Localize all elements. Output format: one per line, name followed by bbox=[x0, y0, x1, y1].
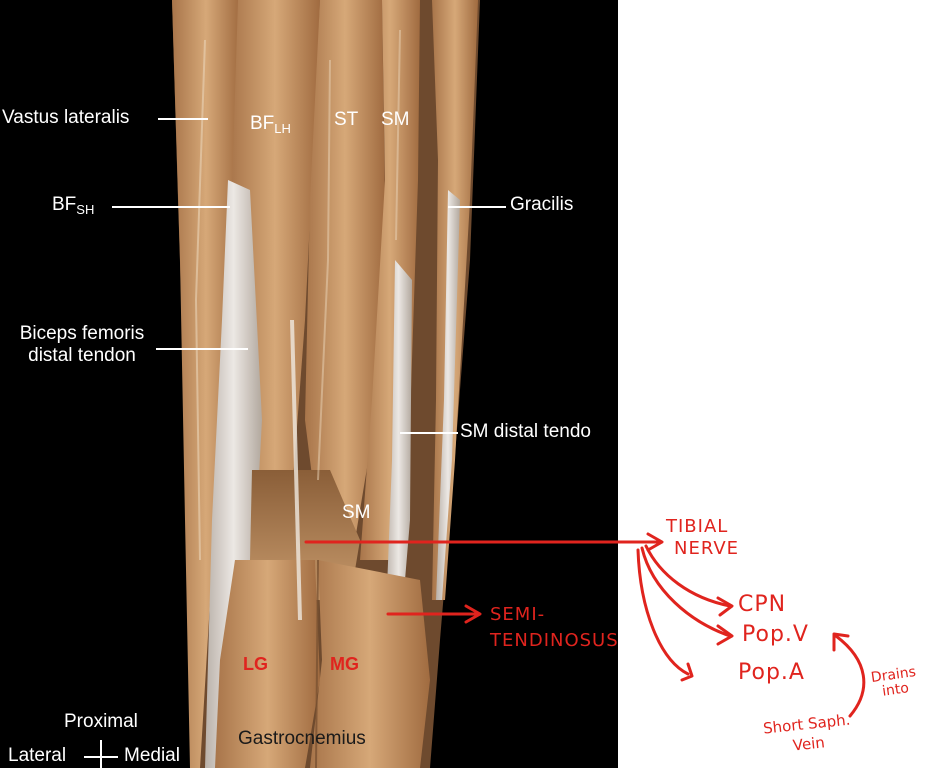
vastus-lateralis-muscle bbox=[172, 0, 240, 768]
label-sm-lower: SM bbox=[342, 502, 371, 523]
label-bf-lh: BFLH bbox=[250, 113, 291, 136]
label-gastrocnemius: Gastrocnemius bbox=[238, 728, 366, 749]
label-lg: LG bbox=[243, 654, 268, 674]
medial-gastrocnemius bbox=[310, 560, 430, 768]
muscle-illustration bbox=[172, 0, 480, 768]
drains-into-arrow bbox=[834, 634, 866, 718]
label-proximal: Proximal bbox=[64, 711, 138, 732]
note-cpn: CPN bbox=[738, 592, 787, 617]
orientation-cross-v bbox=[100, 740, 102, 768]
leader-gracilis bbox=[448, 206, 506, 208]
sm-distal-tendon bbox=[385, 260, 412, 640]
label-sm-top: SM bbox=[381, 109, 410, 130]
label-vastus-lateralis: Vastus lateralis bbox=[2, 107, 130, 128]
leader-biceps-tendon bbox=[156, 348, 248, 350]
label-mg: MG bbox=[330, 654, 359, 674]
label-biceps-distal-tendon: Biceps femoris distal tendon bbox=[19, 323, 145, 366]
note-semitendinosus: SEMI- TENDINOSUS bbox=[490, 604, 619, 651]
leader-sm-distal-tendon bbox=[400, 432, 458, 434]
gracilis-tendon bbox=[436, 190, 460, 600]
label-gracilis: Gracilis bbox=[510, 194, 574, 215]
popv-branch-arrow bbox=[640, 546, 732, 638]
label-sm-distal-tendon: SM distal tendo bbox=[460, 421, 591, 442]
label-bf-sh: BFSH bbox=[52, 194, 95, 217]
note-short-saph-vein: Short Saph. Vein bbox=[762, 710, 852, 755]
popa-branch-arrow bbox=[636, 548, 690, 676]
note-pop-v: Pop.V bbox=[742, 622, 809, 647]
leader-vastus-lateralis bbox=[158, 118, 208, 120]
lateral-gastrocnemius bbox=[215, 560, 320, 768]
label-st: ST bbox=[334, 109, 359, 130]
note-pop-a: Pop.A bbox=[738, 660, 805, 685]
note-tibial-nerve: TIBIAL NERVE bbox=[666, 516, 740, 559]
label-medial: Medial bbox=[124, 745, 180, 766]
note-drains-into: Drains into bbox=[869, 664, 917, 700]
label-lateral: Lateral bbox=[8, 745, 67, 766]
dissection-photo: Vastus lateralis BFSH BFLH ST SM Gracili… bbox=[0, 0, 618, 768]
semitendinosus-muscle bbox=[305, 0, 385, 540]
leader-bf-sh bbox=[112, 206, 230, 208]
